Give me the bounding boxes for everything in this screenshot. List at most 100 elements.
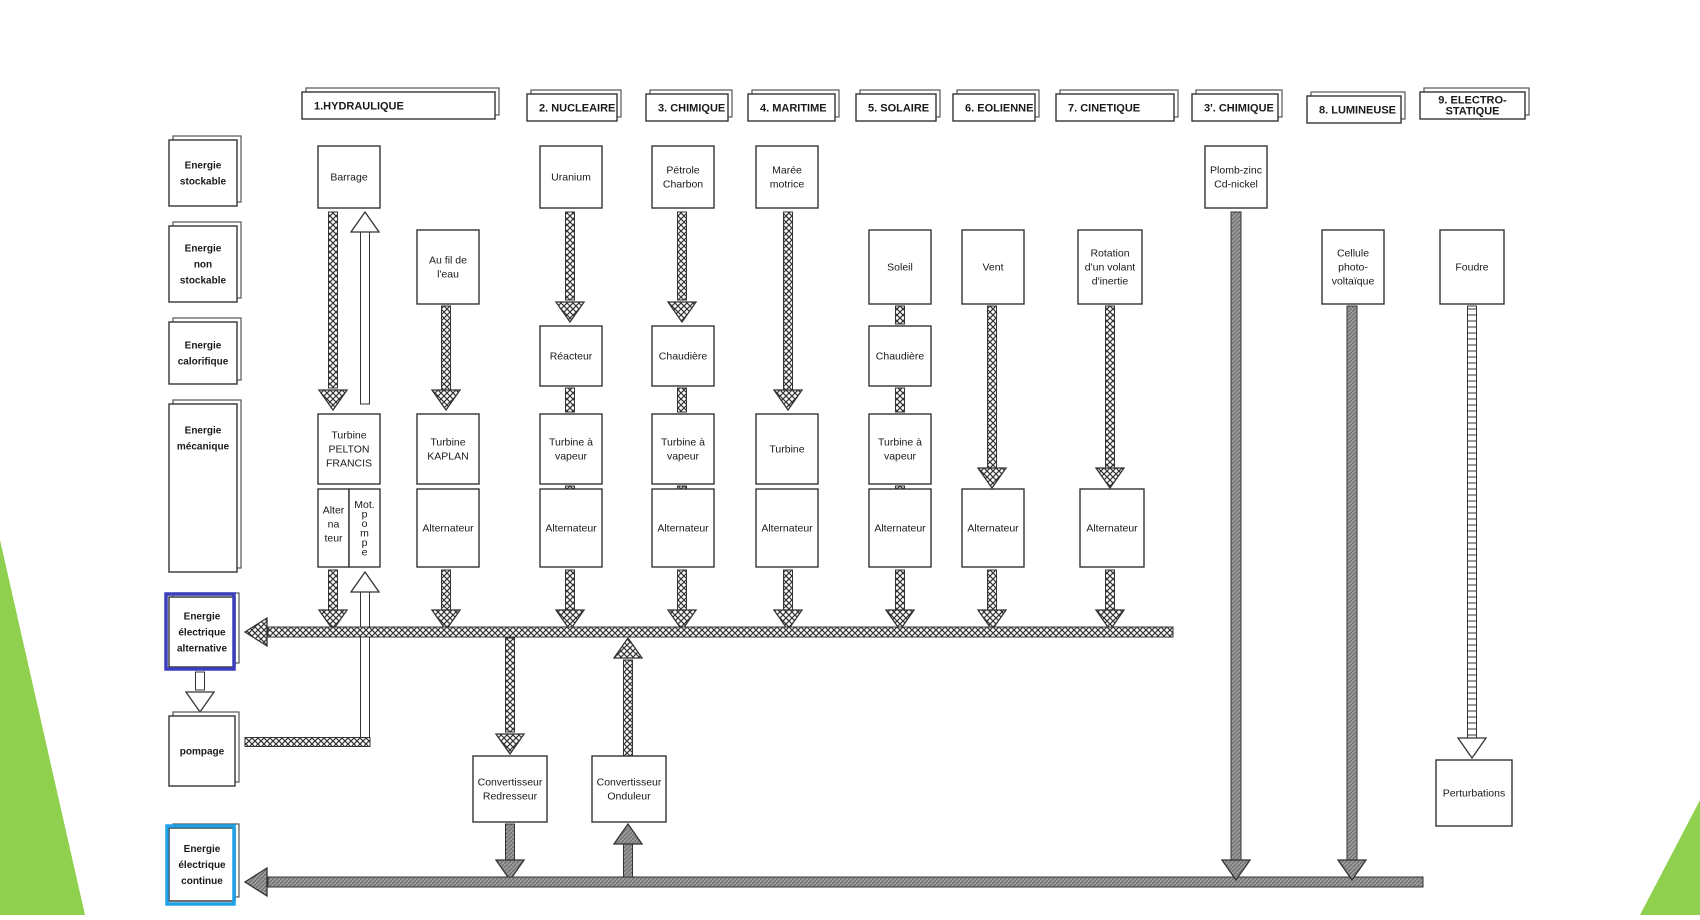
label-line: Rotation	[1090, 248, 1129, 260]
label-line: Convertisseur	[478, 777, 543, 789]
arrow-head-down	[184, 691, 216, 714]
label-line: Plomb-zinc	[1210, 165, 1262, 177]
header-label: 4. MARITIME	[760, 103, 827, 115]
label-line: KAPLAN	[427, 451, 468, 463]
label-line: Energie	[185, 341, 222, 352]
header-h4: 4. MARITIME	[747, 89, 840, 122]
arrow-head-down	[1094, 609, 1126, 632]
label-line: Turbine à	[878, 437, 922, 449]
arrow-head-down	[976, 609, 1008, 632]
label-line: stockable	[180, 177, 227, 188]
flow-connector	[328, 569, 338, 611]
header-label: 7. CINETIQUE	[1068, 103, 1140, 115]
flow-connector	[267, 626, 1174, 638]
connectors	[184, 210, 1488, 898]
flow-connector	[1346, 305, 1358, 863]
label-line: p	[362, 537, 368, 549]
label-line: Soleil	[887, 262, 913, 274]
label-line: Energie	[185, 426, 222, 437]
arrow-head-down	[317, 389, 349, 412]
flow-connector	[360, 591, 370, 741]
flow-connector	[244, 737, 371, 747]
flow-connector	[1105, 569, 1115, 611]
arrow-head-down	[494, 733, 526, 756]
category-c3: Energie calorifique	[168, 317, 242, 385]
node-foudre: Foudre	[1439, 229, 1505, 305]
label-line: électrique	[178, 860, 226, 871]
flow-connector	[565, 211, 575, 301]
label-line: alternative	[177, 644, 227, 655]
header-h7: 7. CINETIQUE	[1055, 89, 1179, 122]
label-line: Alternateur	[1086, 523, 1138, 535]
node-soleil: Soleil	[868, 229, 932, 305]
label-line: Cellule	[1337, 248, 1369, 260]
flow-connector	[267, 876, 1424, 888]
label-line: motrice	[770, 179, 805, 191]
label-line: stockable	[180, 276, 227, 287]
label-line: FRANCIS	[326, 458, 372, 470]
node-chaudiere2: Chaudière	[868, 325, 932, 387]
label-line: Turbine à	[549, 437, 593, 449]
flow-connector	[505, 637, 515, 733]
flow-connector	[677, 211, 687, 301]
header-h10: 9. ELECTRO-STATIQUE	[1419, 87, 1530, 120]
node-alt5: Alternateur	[868, 488, 932, 568]
arrow-head-up	[349, 210, 381, 233]
label-line: e	[362, 546, 368, 558]
header-h6: 6. EOLIENNE	[952, 89, 1040, 122]
label-line: électrique	[178, 628, 226, 639]
label-line: pompage	[180, 747, 225, 758]
label-line: voltaïque	[1332, 276, 1375, 288]
header-label: 5. SOLAIRE	[868, 103, 929, 115]
header-label: 3'. CHIMIQUE	[1204, 103, 1274, 115]
flow-connector	[623, 843, 633, 881]
node-alt7: Alternateur	[1079, 488, 1145, 568]
header-label: 8. LUMINEUSE	[1319, 105, 1396, 117]
label-line: teur	[324, 533, 343, 545]
label-line: Turbine	[769, 444, 804, 456]
node-reacteur: Réacteur	[539, 325, 603, 387]
flow-connector	[987, 569, 997, 611]
node-altern_hyd: Alternateur	[317, 488, 350, 568]
arrow-head-down	[1220, 859, 1252, 882]
label-line: Energie	[184, 844, 221, 855]
header-h8: 3'. CHIMIQUE	[1191, 89, 1283, 122]
arrow-head-down	[1336, 859, 1368, 882]
arrow-head-down	[1456, 737, 1488, 760]
label-line: Convertisseur	[597, 777, 662, 789]
label-line: Chaudière	[876, 351, 925, 363]
label-line: Turbine	[331, 430, 366, 442]
label-line: Vent	[982, 262, 1003, 274]
arrow-head-down	[494, 859, 526, 882]
arrow-head-left	[243, 866, 268, 898]
label-line: Perturbations	[1443, 788, 1505, 800]
node-alt1: Alternateur	[416, 488, 480, 568]
flow-connector	[441, 569, 451, 611]
node-t_mar: Turbine	[755, 413, 819, 485]
header-h1: 1.HYDRAULIQUE	[301, 87, 500, 120]
label-line: Cd-nickel	[1214, 179, 1258, 191]
node-vent: Vent	[961, 229, 1025, 305]
label-line: Alternateur	[545, 523, 597, 535]
label-line: d'inertie	[1092, 276, 1129, 288]
label-line: Turbine à	[661, 437, 705, 449]
flow-connector	[1105, 305, 1115, 469]
label-line: Alternateur	[657, 523, 709, 535]
header-h2: 2. NUCLEAIRE	[526, 89, 622, 122]
decor-green-left	[0, 540, 85, 915]
flow-connector	[783, 569, 793, 611]
flow-connector	[895, 569, 905, 611]
label-line: calorifique	[178, 357, 229, 368]
